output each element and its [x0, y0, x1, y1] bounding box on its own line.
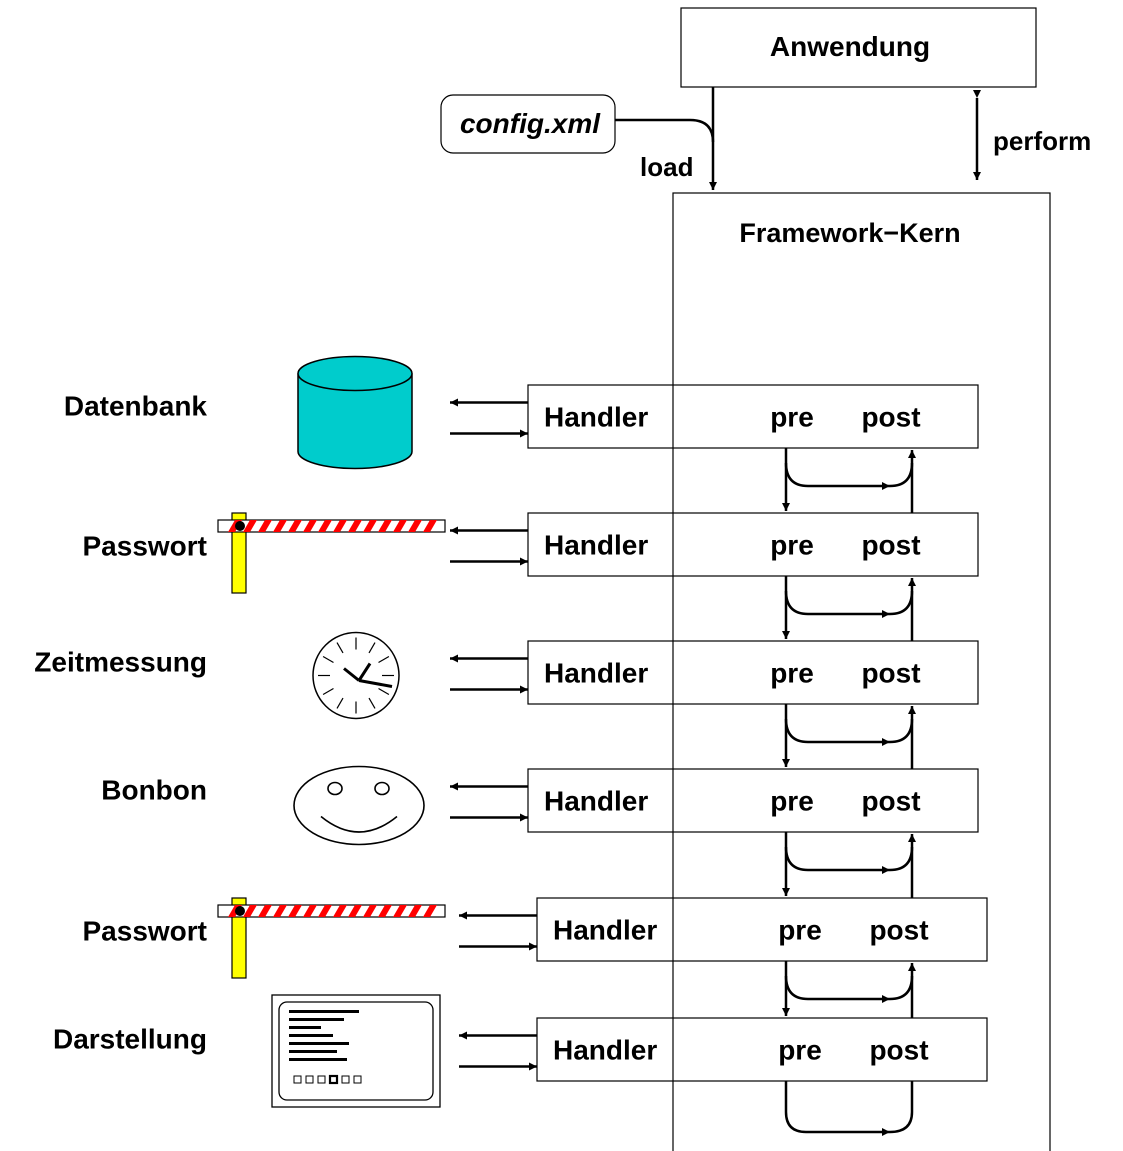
barrier-icon — [217, 897, 446, 979]
handler-row: Zeitmessung Handler pre post — [34, 631, 979, 720]
chain-arrow — [784, 1081, 914, 1136]
chain-arrow — [782, 832, 916, 898]
handler-box — [527, 768, 979, 833]
post-label: post — [869, 915, 928, 946]
clock-icon — [312, 631, 400, 720]
smiley-icon — [293, 765, 425, 846]
application-title: Anwendung — [770, 31, 930, 62]
pre-label: pre — [770, 402, 814, 433]
perform-label: perform — [993, 126, 1091, 156]
chain-arrow — [782, 961, 916, 1018]
database-icon — [297, 355, 413, 470]
framework-core-box: Framework−Kern — [672, 192, 1051, 1151]
row-label: Darstellung — [53, 1024, 207, 1055]
barrier-icon — [217, 512, 446, 594]
handler-row: Passwort Handler pre post — [83, 897, 988, 979]
post-label: post — [861, 530, 920, 561]
load-label: load — [640, 152, 693, 182]
pre-label: pre — [770, 530, 814, 561]
post-label: post — [861, 786, 920, 817]
row-label: Zeitmessung — [34, 647, 207, 678]
handler-row: Passwort Handler pre post — [83, 512, 979, 594]
pre-label: pre — [778, 915, 822, 946]
chain-arrow — [782, 704, 916, 769]
config-file-name: config.xml — [460, 108, 601, 139]
display-icon — [271, 994, 441, 1108]
handler-label: Handler — [544, 658, 648, 689]
application-box: Anwendung — [680, 7, 1037, 88]
row-label: Bonbon — [101, 775, 207, 806]
pre-label: pre — [770, 786, 814, 817]
chain-arrow — [782, 576, 916, 641]
config-file-box: config.xml — [440, 94, 616, 154]
handler-row: Darstellung Handler pre post — [53, 994, 988, 1108]
framework-title: Framework−Kern — [739, 218, 960, 248]
row-label: Datenbank — [64, 391, 208, 422]
load-arrow — [615, 87, 717, 190]
handler-box — [527, 640, 979, 705]
handler-label: Handler — [553, 1035, 657, 1066]
pre-label: pre — [770, 658, 814, 689]
handler-row: Bonbon Handler pre post — [101, 765, 979, 846]
handler-box — [527, 384, 979, 449]
handler-box — [527, 512, 979, 577]
handler-label: Handler — [553, 915, 657, 946]
post-label: post — [861, 658, 920, 689]
handler-box — [536, 897, 988, 962]
row-label: Passwort — [83, 531, 208, 562]
post-label: post — [869, 1035, 928, 1066]
post-label: post — [861, 402, 920, 433]
handler-row: Datenbank Handler pre post — [64, 355, 979, 470]
handler-label: Handler — [544, 530, 648, 561]
chain-arrow — [782, 448, 916, 513]
pre-label: pre — [778, 1035, 822, 1066]
handler-label: Handler — [544, 786, 648, 817]
handler-box — [536, 1017, 988, 1082]
handler-label: Handler — [544, 402, 648, 433]
row-label: Passwort — [83, 916, 208, 947]
